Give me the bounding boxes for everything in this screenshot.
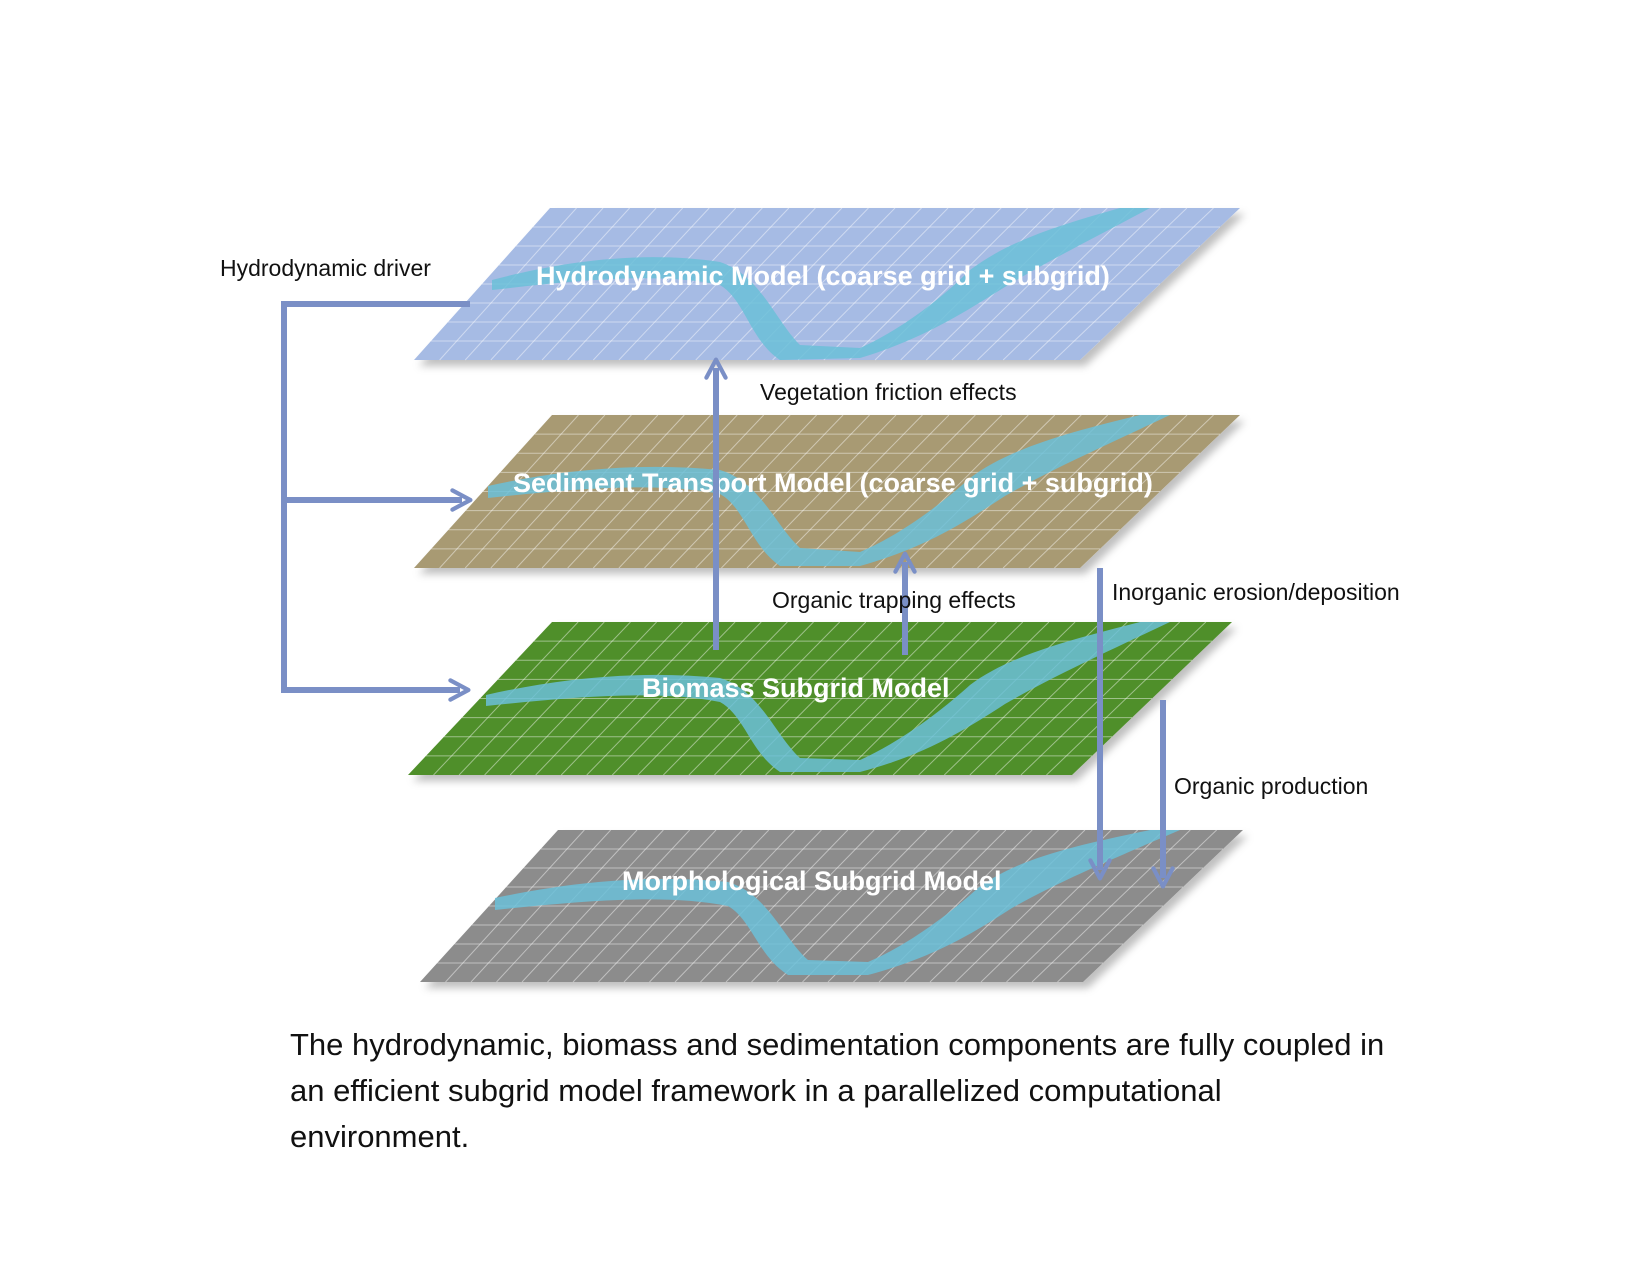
biomass-layer: Biomass Subgrid Model <box>408 621 1232 776</box>
sediment-channel <box>488 415 1170 566</box>
grid-line <box>797 207 949 361</box>
grid-line <box>541 414 685 569</box>
grid-line <box>772 207 922 361</box>
grid-line <box>567 207 710 361</box>
grid-line <box>649 829 796 983</box>
grid-line <box>700 829 849 983</box>
grid-line <box>790 621 945 776</box>
grid-line <box>1054 414 1214 569</box>
grid-line <box>496 829 638 983</box>
grid-line <box>841 621 997 776</box>
grid-line <box>572 829 717 983</box>
grid-line <box>541 207 684 361</box>
grid-line <box>695 207 843 361</box>
grid-line <box>688 621 841 776</box>
organic-production-text: Organic production <box>1174 773 1368 799</box>
grid-line <box>802 829 954 983</box>
grid-line <box>490 207 630 361</box>
vegetation-friction-text: Vegetation friction effects <box>760 379 1017 405</box>
grid-line <box>797 414 950 569</box>
grid-line <box>772 414 923 569</box>
morphological-layer: Morphological Subgrid Model <box>420 829 1243 983</box>
hydrodynamic-layer: Hydrodynamic Model (coarse grid + subgri… <box>414 207 1240 361</box>
grid-line <box>1046 621 1207 776</box>
grid-line <box>995 621 1154 776</box>
grid-line <box>1002 207 1161 361</box>
grid-line <box>535 621 684 776</box>
organic-trapping-text: Organic trapping effects <box>772 587 1016 613</box>
grid-line <box>586 621 736 776</box>
morphological-label: Morphological Subgrid Model <box>622 866 1001 896</box>
grid-line <box>1057 829 1217 983</box>
grid-line <box>853 829 1007 983</box>
morphological-channel <box>495 830 1180 975</box>
grid-line <box>721 207 869 361</box>
coupling-arrows <box>281 301 1175 889</box>
grid-line <box>547 829 691 983</box>
grid-line <box>823 207 975 361</box>
grid-line <box>849 207 1002 361</box>
grid-line <box>598 829 743 983</box>
grid-line <box>1006 829 1165 983</box>
hydrodynamic-channel <box>492 208 1150 360</box>
grid-line <box>521 829 664 983</box>
grid-line <box>849 414 1003 569</box>
figure-caption: The hydrodynamic, biomass and sedimentat… <box>290 1027 1385 1154</box>
grid-line <box>560 621 710 776</box>
grid-line <box>509 621 657 776</box>
grid-line <box>816 621 971 776</box>
grid-line <box>977 207 1135 361</box>
grid-line <box>725 829 875 983</box>
grid-line <box>490 414 632 569</box>
grid-line <box>721 414 870 569</box>
hydrodynamic-driver-text: Hydrodynamic driver <box>220 255 431 281</box>
grid-line <box>592 207 737 361</box>
grid-line <box>1054 207 1214 361</box>
grid-line <box>470 829 612 983</box>
biomass-label: Biomass Subgrid Model <box>642 673 950 703</box>
grid-line <box>1002 414 1161 569</box>
grid-line <box>516 207 657 361</box>
grid-line <box>714 621 867 776</box>
hydrodynamic-label: Hydrodynamic Model (coarse grid + subgri… <box>536 261 1110 291</box>
grid-line <box>827 829 980 983</box>
grid-line <box>516 414 659 569</box>
grid-line <box>567 414 712 569</box>
grid-line <box>695 414 844 569</box>
sediment-layer: Sediment Transport Model (coarse grid + … <box>414 414 1240 569</box>
sediment-label: Sediment Transport Model (coarse grid + … <box>513 468 1153 498</box>
grid-line <box>611 621 762 776</box>
grid-line <box>823 414 976 569</box>
grid-line <box>618 414 765 569</box>
grid-line <box>1028 207 1188 361</box>
grid-line <box>1028 414 1188 569</box>
grid-line <box>618 207 763 361</box>
grid-line <box>623 829 770 983</box>
inorganic-erosion-text: Inorganic erosion/deposition <box>1112 579 1400 605</box>
